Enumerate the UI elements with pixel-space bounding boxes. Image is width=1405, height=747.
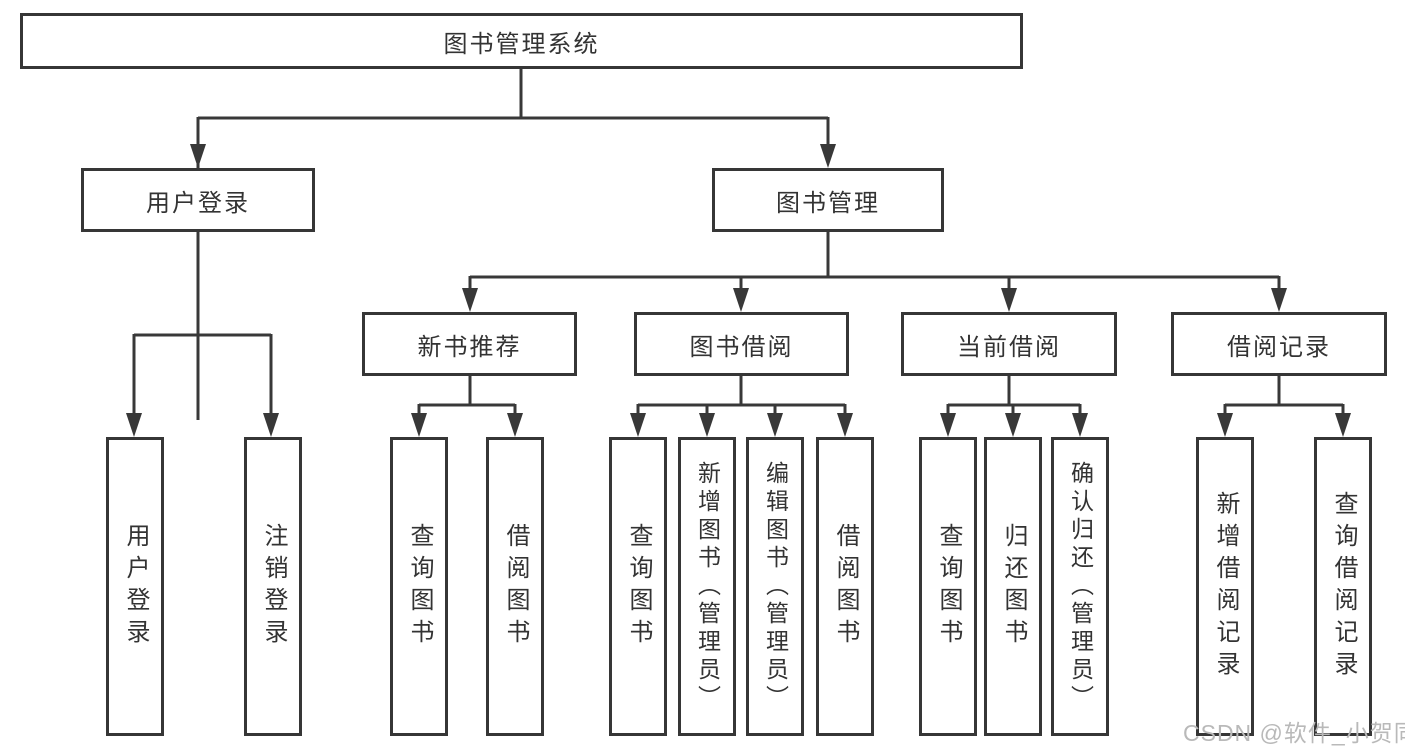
leaf-user-login: 用户登录 <box>106 437 164 736</box>
node-book-management: 图书管理 <box>712 168 944 232</box>
leaf-query-books-current: 查询图书 <box>919 437 977 736</box>
leaf-label: 查询图书 <box>406 522 433 651</box>
leaf-label: 借阅图书 <box>502 522 529 651</box>
leaf-label: 查询图书 <box>935 522 962 651</box>
leaf-logout: 注销登录 <box>244 437 302 736</box>
leaf-label: 用户登录 <box>122 522 149 651</box>
node-label: 当前借阅 <box>957 333 1061 361</box>
node-book-borrowing: 图书借阅 <box>634 312 849 376</box>
leaf-query-borrow-record: 查询借阅记录 <box>1314 437 1372 736</box>
leaf-label: 查询借阅记录 <box>1330 490 1357 683</box>
leaf-label: 新增图书（管理员） <box>694 460 721 713</box>
node-new-book-recommend: 新书推荐 <box>362 312 577 376</box>
leaf-add-book-admin: 新增图书（管理员） <box>678 437 736 736</box>
node-label: 图书借阅 <box>689 333 794 361</box>
leaf-query-books-borrowing: 查询图书 <box>609 437 667 736</box>
node-current-borrowing: 当前借阅 <box>901 312 1117 376</box>
leaf-borrow-books-recommend: 借阅图书 <box>486 437 544 736</box>
node-label: 图书管理 <box>776 189 880 217</box>
arrowheads <box>126 144 1351 437</box>
node-label: 用户登录 <box>146 189 250 217</box>
leaf-label: 注销登录 <box>260 522 287 651</box>
node-label: 借阅记录 <box>1227 333 1331 361</box>
leaf-query-books-recommend: 查询图书 <box>390 437 448 736</box>
leaf-add-borrow-record: 新增借阅记录 <box>1196 437 1254 736</box>
leaf-label: 新增借阅记录 <box>1212 490 1239 683</box>
leaf-edit-book-admin: 编辑图书（管理员） <box>746 437 804 736</box>
node-root: 图书管理系统 <box>20 13 1023 69</box>
leaf-borrow-books-borrowing: 借阅图书 <box>816 437 874 736</box>
node-user-login: 用户登录 <box>81 168 315 232</box>
node-root-label: 图书管理系统 <box>443 30 600 58</box>
leaf-label: 编辑图书（管理员） <box>762 460 789 713</box>
leaf-label: 查询图书 <box>625 522 652 651</box>
node-label: 新书推荐 <box>417 333 522 361</box>
csdn-watermark: CSDN @软件_小贺同学 <box>1183 720 1405 746</box>
leaf-label: 借阅图书 <box>832 522 859 651</box>
leaf-label: 确认归还（管理员） <box>1067 460 1094 713</box>
node-borrowing-records: 借阅记录 <box>1171 312 1387 376</box>
leaf-confirm-return-admin: 确认归还（管理员） <box>1051 437 1109 736</box>
leaf-label: 归还图书 <box>1000 522 1027 651</box>
leaf-return-book: 归还图书 <box>984 437 1042 736</box>
